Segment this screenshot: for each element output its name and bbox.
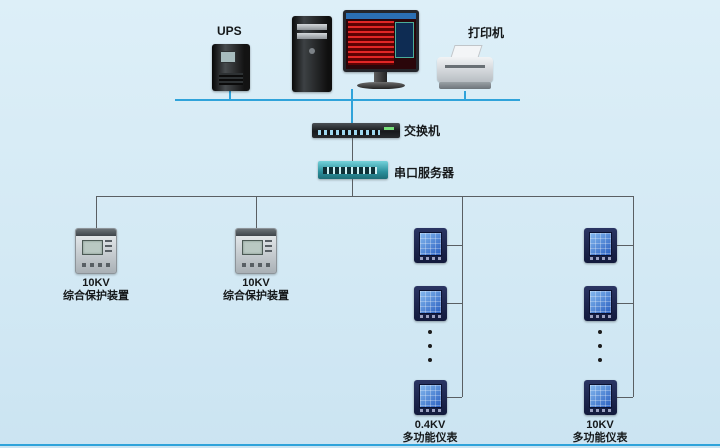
protection2-label-line1: 10KV [242, 277, 270, 289]
printer-base [439, 82, 491, 89]
meter-buttons [420, 315, 441, 318]
meter-column2-label-line2: 多功能仪表 [572, 432, 628, 444]
meter-column2-label-line1: 10KV [586, 419, 614, 431]
printer-icon [437, 45, 493, 92]
meter4-stub-line [616, 245, 633, 246]
meter-screen [589, 232, 612, 256]
meter-column1-label-line2: 多功能仪表 [402, 432, 458, 444]
multifunction-meter-icon [414, 286, 447, 321]
multifunction-meter-icon [584, 228, 617, 263]
meter5-stub-line [616, 303, 633, 304]
screen-data-rows [348, 21, 394, 65]
serial-to-branch-line [352, 179, 353, 196]
printer-drop-line [464, 91, 466, 99]
ups-display [220, 51, 236, 63]
meter3-stub-line [446, 397, 462, 398]
protection2-label: 10KV 综合保护装置 [201, 277, 311, 303]
protection1-drop-line [96, 196, 97, 228]
screen-side-panel [395, 22, 414, 58]
monitor-screen [346, 13, 416, 69]
protection1-label: 10KV 综合保护装置 [41, 277, 151, 303]
serial-server-ports [323, 167, 377, 174]
protection2-drop-line [256, 196, 257, 228]
screen-titlebar [346, 13, 416, 19]
protection-lcd [242, 240, 263, 255]
protection2-label-line2: 综合保护装置 [223, 290, 289, 302]
meter-buttons [590, 409, 611, 412]
network-bus-line [175, 99, 520, 101]
switch-icon [312, 123, 400, 138]
protection-top-band [236, 229, 276, 236]
pc-tower-icon [292, 16, 332, 92]
protection-top-band [76, 229, 116, 236]
meter-buttons [590, 315, 611, 318]
meter-screen [419, 232, 442, 256]
protection-key-row [242, 263, 272, 267]
meter1-stub-line [446, 245, 462, 246]
protection1-label-line2: 综合保护装置 [63, 290, 129, 302]
switch-to-serial-line [352, 138, 353, 161]
multifunction-meter-icon [414, 380, 447, 415]
bottom-accent-line [0, 444, 720, 446]
meter-column1-label-line1: 0.4KV [414, 419, 446, 431]
meter-buttons [420, 257, 441, 260]
serial-server-label: 串口服务器 [394, 166, 455, 180]
meter-column2-trunk-line [633, 196, 634, 397]
meter2-stub-line [446, 303, 462, 304]
printer-body [437, 57, 493, 82]
meter-buttons [590, 257, 611, 260]
meter-screen [419, 290, 442, 314]
meter-column2-label: 10KV 多功能仪表 [545, 419, 655, 445]
meter-column1-trunk-line [462, 196, 463, 397]
meter-buttons [420, 409, 441, 412]
workstation-drop-line [351, 89, 353, 99]
multifunction-meter-icon [584, 380, 617, 415]
protection-keys [105, 240, 112, 253]
printer-output-slot [445, 65, 485, 68]
protection-device-icon [75, 228, 117, 274]
serial-server-icon [318, 161, 388, 179]
ellipsis-dots [598, 330, 602, 372]
pc-drive-bay [297, 24, 327, 30]
multifunction-meter-icon [584, 286, 617, 321]
ups-vents [219, 73, 243, 85]
switch-label: 交换机 [404, 124, 441, 138]
switch-ports [318, 130, 380, 135]
ups-icon [212, 44, 250, 91]
multifunction-meter-icon [414, 228, 447, 263]
ups-label: UPS [217, 24, 242, 38]
branch-bus-line [96, 196, 633, 197]
monitor-base [357, 82, 405, 89]
meter-screen [589, 290, 612, 314]
protection-device-icon [235, 228, 277, 274]
meter-screen [589, 384, 612, 408]
ellipsis-dots [428, 330, 432, 372]
monitor-icon [343, 10, 419, 72]
pc-drive-bay [297, 33, 327, 39]
meter-column1-label: 0.4KV 多功能仪表 [375, 419, 485, 445]
protection-lcd [82, 240, 103, 255]
bus-to-switch-line [351, 101, 353, 123]
meter-screen [419, 384, 442, 408]
switch-led [384, 127, 394, 130]
printer-label: 打印机 [468, 26, 505, 40]
monitor-stand [374, 72, 387, 82]
ups-drop-line [229, 91, 231, 99]
protection-keys [265, 240, 272, 253]
meter6-stub-line [616, 397, 633, 398]
pc-power-button-icon [309, 48, 315, 54]
protection1-label-line1: 10KV [82, 277, 110, 289]
protection-key-row [82, 263, 112, 267]
